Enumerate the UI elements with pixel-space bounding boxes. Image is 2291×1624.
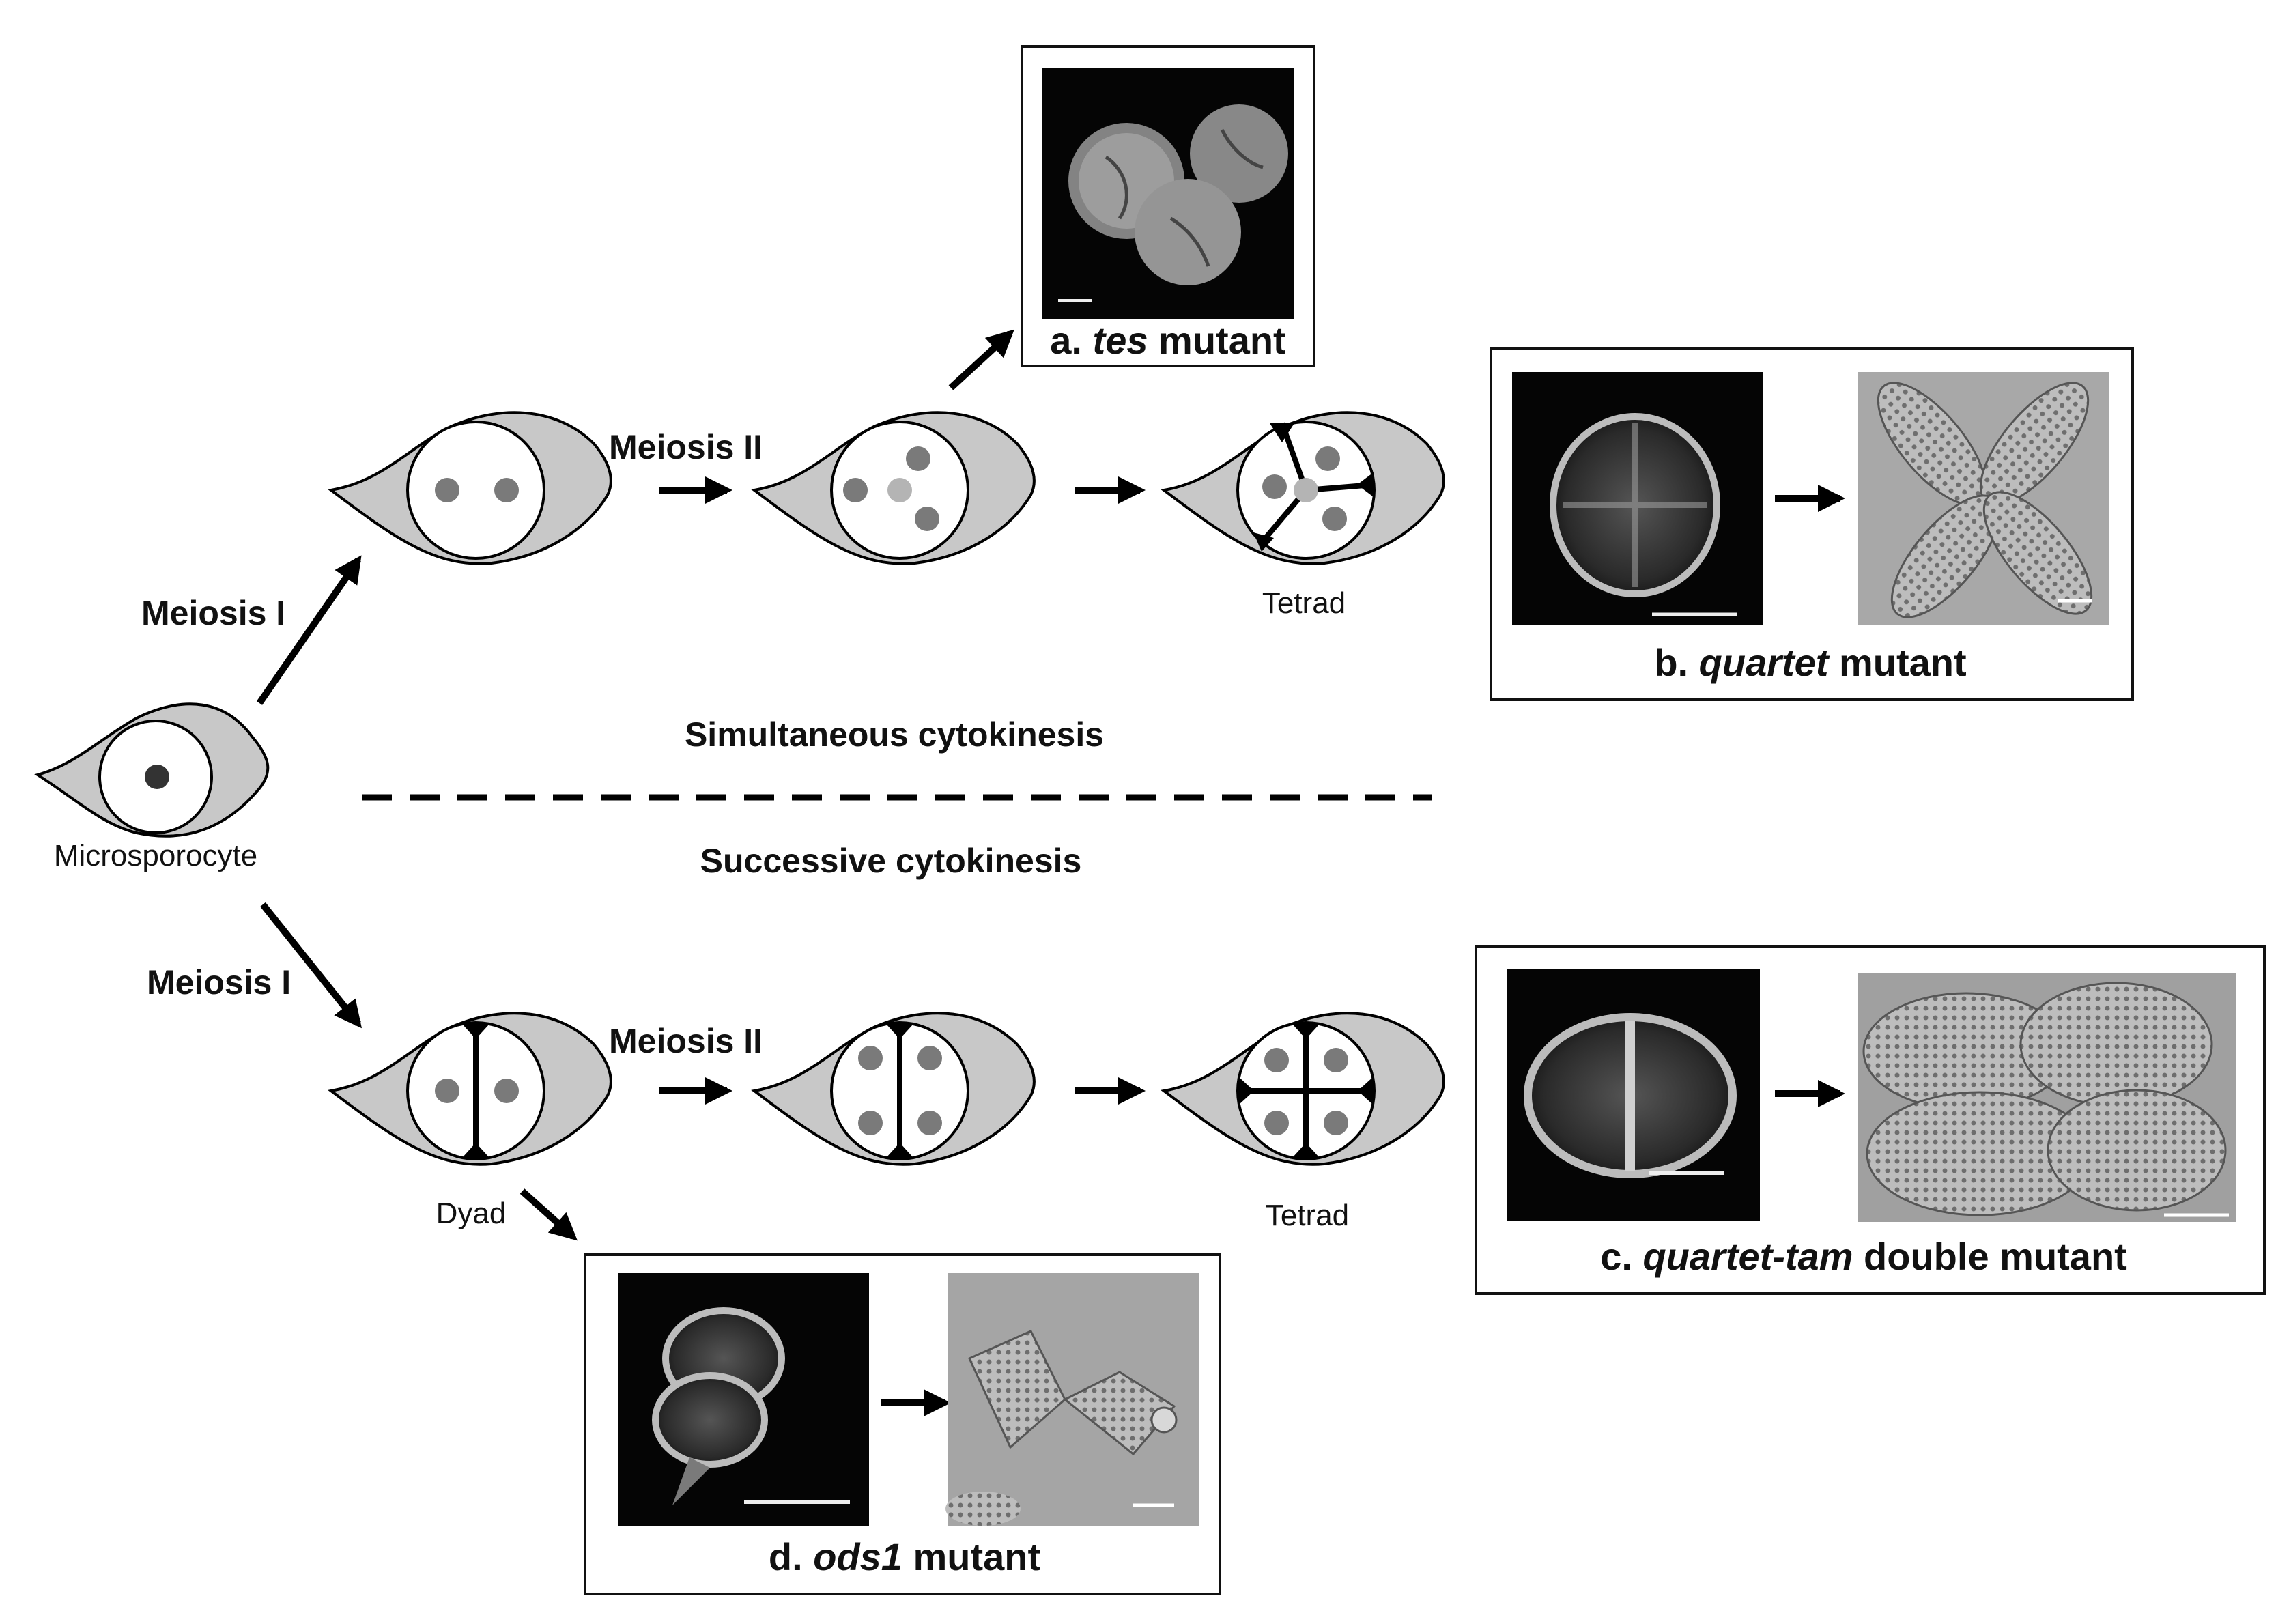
tetrad-top-label: Tetrad — [1262, 586, 1346, 620]
quartet-tam-sem-micrograph — [1858, 973, 2236, 1222]
meiosis-ii-bottom-label: Meiosis II — [609, 1022, 763, 1060]
ods1-sem-micrograph — [945, 1273, 1199, 1526]
successive-cytokinesis-label: Successive cytokinesis — [700, 842, 1082, 880]
panel-b-quartet-mutant: b. quartet mutant — [1490, 347, 2134, 701]
panel-b-caption: b. quartet mutant — [1654, 641, 1966, 684]
panel-a-caption: a. tes mutant — [1050, 319, 1285, 362]
microsporocyte-label: Microsporocyte — [54, 839, 257, 872]
tetrad-bottom-label: Tetrad — [1266, 1199, 1349, 1232]
quartet-fluorescence-micrograph — [1512, 372, 1763, 625]
panel-d-ods1-mutant: d. ods1 mutant — [584, 1253, 1221, 1595]
dyad-label: Dyad — [436, 1197, 507, 1230]
successive-tetranucleate-cell — [751, 1012, 1036, 1166]
arrow-meiosis-i-top — [256, 555, 362, 705]
simultaneous-binucleate-cell — [328, 411, 612, 565]
microsporocyte-cell — [34, 702, 270, 838]
arrow-to-ods1 — [520, 1188, 578, 1241]
meiosis-ii-top-label: Meiosis II — [609, 428, 763, 466]
quartet-sem-micrograph — [1858, 372, 2109, 625]
meiosis-i-top-label: Meiosis I — [141, 594, 285, 632]
simultaneous-tetranucleate-cell — [751, 411, 1036, 565]
tes-micrograph — [1042, 68, 1294, 319]
simultaneous-cytokinesis-label: Simultaneous cytokinesis — [685, 715, 1104, 754]
ods1-fluorescence-micrograph — [618, 1273, 869, 1526]
successive-tetrad-cell — [1161, 1012, 1445, 1166]
quartet-tam-fluorescence-micrograph — [1507, 969, 1760, 1221]
panel-a-tes-mutant: a. tes mutant — [1021, 45, 1315, 367]
panel-c-caption: c. quartet-tam double mutant — [1600, 1235, 2127, 1278]
flow-arrows — [256, 329, 1146, 1241]
panel-c-quartet-tam-double-mutant: c. quartet-tam double mutant — [1475, 945, 2266, 1295]
simultaneous-tetrad-cell — [1161, 411, 1445, 565]
meiosis-i-bottom-label: Meiosis I — [147, 963, 291, 1001]
arrow-to-tes — [948, 329, 1014, 390]
arrow-meiosis-i-bottom — [260, 902, 362, 1029]
panel-d-caption: d. ods1 mutant — [769, 1535, 1040, 1578]
dyad-cell — [328, 1012, 612, 1166]
